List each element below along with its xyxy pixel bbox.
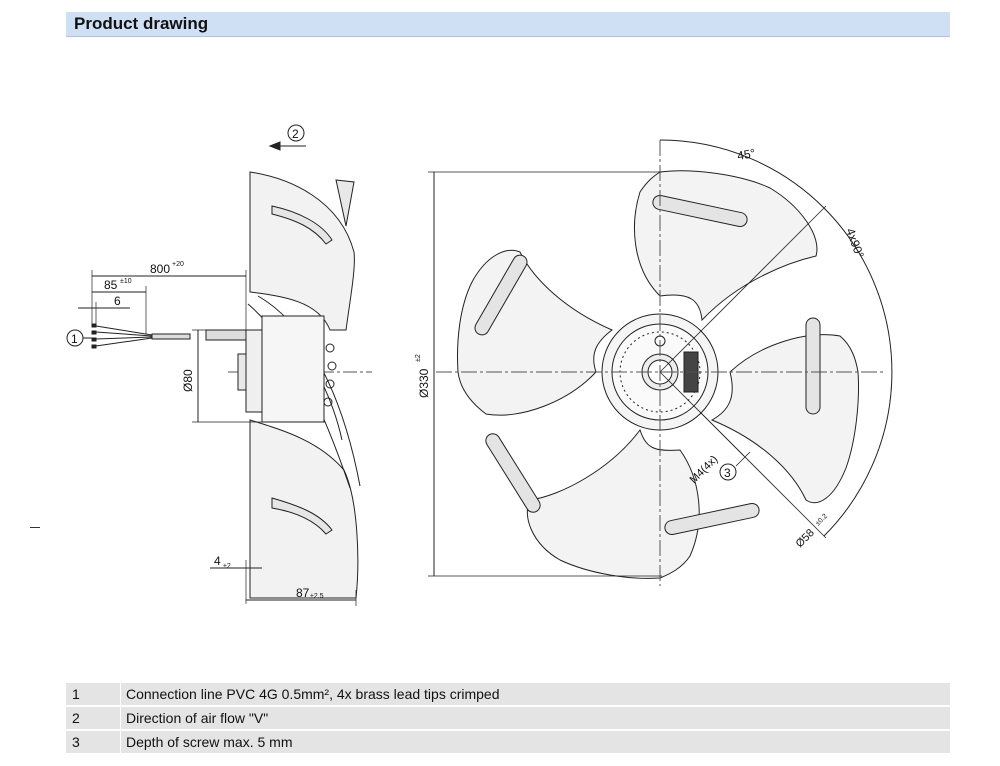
dim-6-label: 6 <box>114 294 121 308</box>
dim-85-label: 85 <box>104 278 118 292</box>
cable-wire-1 <box>95 325 153 336</box>
lead-tip-4 <box>91 344 97 349</box>
lead-tip-1 <box>91 323 97 328</box>
angle-4x90-label: 4x90° <box>843 226 867 260</box>
side-vent-1 <box>325 343 335 353</box>
dim-330-tol: ±2 <box>415 354 422 362</box>
thread-m4-label: M4(4x) <box>688 453 721 486</box>
dim-58-label: Ø58 <box>794 527 817 550</box>
side-boss <box>237 353 247 391</box>
lead-tip-3 <box>91 337 97 342</box>
side-hub <box>261 315 325 423</box>
side-view: 800 +20 85 ±10 6 1 Ø80 4 ±2 87 ±2.5 2 <box>66 124 372 606</box>
front-view: Ø330 ±2 45° 4x90° M4(4x) 3 Ø58 ±0.2 <box>415 139 893 586</box>
front-slot-4 <box>474 254 528 336</box>
legend-table: 1 Connection line PVC 4G 0.5mm², 4x bras… <box>66 683 950 755</box>
side-blade-tip <box>335 179 355 227</box>
legend-separator <box>120 683 121 705</box>
angle-45-arc <box>659 139 825 209</box>
airflow-arrow-head <box>268 141 281 151</box>
side-vent-3 <box>325 379 335 389</box>
front-slot-1 <box>652 194 748 228</box>
dim-87-tol: ±2.5 <box>310 593 324 600</box>
side-shaft <box>205 329 247 341</box>
callout-2-circle <box>287 124 305 142</box>
cable-sheath <box>151 333 191 340</box>
callout-3-leader <box>735 451 751 467</box>
dim-800-tol: +20 <box>172 261 184 268</box>
side-vent-2 <box>327 361 337 371</box>
legend-text: Connection line PVC 4G 0.5mm², 4x brass … <box>126 686 500 702</box>
legend-number: 2 <box>72 710 80 726</box>
side-slot-upper <box>271 205 333 245</box>
callout-1-number: 1 <box>71 332 78 346</box>
side-flange <box>245 329 263 413</box>
product-drawing: 800 +20 85 ±10 6 1 Ø80 4 ±2 87 ±2.5 2 <box>66 124 893 606</box>
dim-58-tol: ±0.2 <box>814 513 829 528</box>
callout-2-number: 2 <box>292 127 299 141</box>
cable-wire-2 <box>95 331 153 337</box>
legend-separator <box>120 731 121 753</box>
angle-45-ray <box>659 205 827 373</box>
side-vent-4 <box>323 397 333 407</box>
dim-85-tol: ±10 <box>120 278 132 285</box>
legend-row: 2 Direction of air flow "V" <box>66 707 950 729</box>
front-slot-2 <box>805 317 821 415</box>
legend-text: Depth of screw max. 5 mm <box>126 734 293 750</box>
dim-87-label: 87 <box>296 586 310 600</box>
angle-90-arc <box>823 207 893 537</box>
callout-3-circle <box>719 463 737 481</box>
side-slot-lower <box>271 497 333 535</box>
front-blade-2 <box>710 334 859 504</box>
dim-80-label: Ø80 <box>181 369 195 392</box>
legend-row: 3 Depth of screw max. 5 mm <box>66 731 950 753</box>
legend-separator <box>120 707 121 729</box>
lead-tip-2 <box>91 330 97 335</box>
front-slot-3 <box>664 502 760 536</box>
callout-3-number: 3 <box>724 466 731 480</box>
margin-mark <box>30 527 40 528</box>
legend-row: 1 Connection line PVC 4G 0.5mm², 4x bras… <box>66 683 950 705</box>
cable-wire-4 <box>95 337 153 347</box>
legend-number: 3 <box>72 734 80 750</box>
dim-330-label: Ø330 <box>417 368 431 398</box>
angle-45-label: 45° <box>736 146 757 163</box>
dim-4-label: 4 <box>214 554 221 568</box>
section-title: Product drawing <box>74 14 209 33</box>
dim-800-label: 800 <box>150 262 170 276</box>
legend-number: 1 <box>72 686 80 702</box>
cable-wire-3 <box>95 336 153 340</box>
side-blade-upper <box>249 171 355 331</box>
thread-m4-leader <box>699 411 745 457</box>
front-slot-5 <box>485 433 541 513</box>
legend-text: Direction of air flow "V" <box>126 710 269 726</box>
section-header: Product drawing <box>66 12 950 37</box>
front-blade-3 <box>526 428 700 579</box>
dim-4-tol: ±2 <box>223 563 231 570</box>
front-blade-1 <box>634 170 818 322</box>
